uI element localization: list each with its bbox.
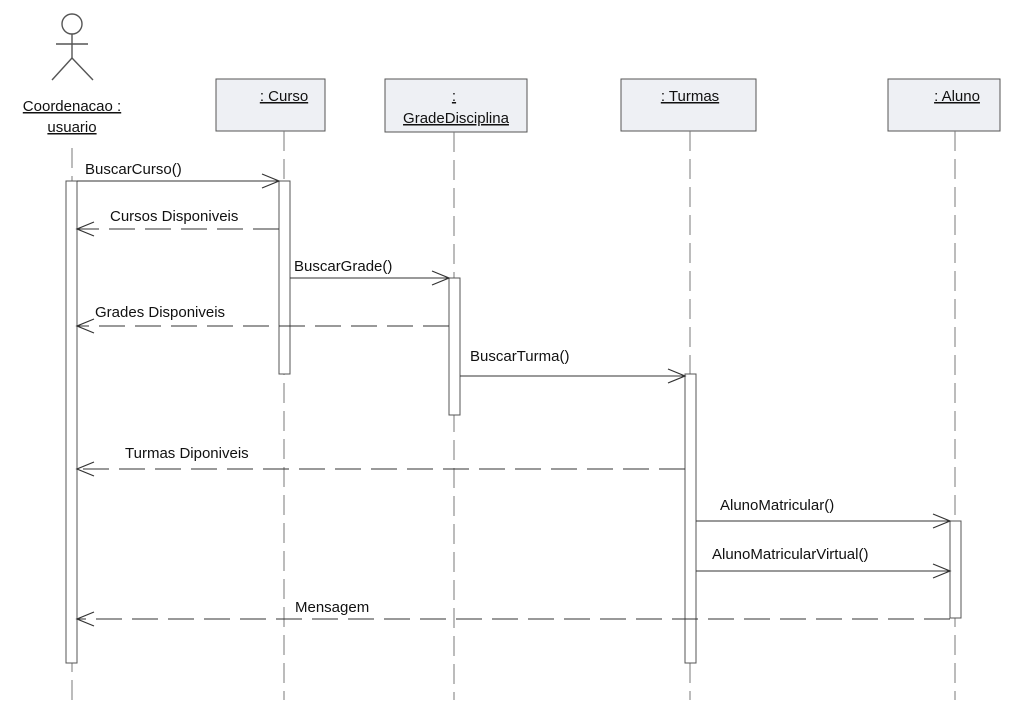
activation-grade — [448, 277, 461, 416]
object-box-curso — [215, 78, 326, 132]
object-label-turmas: : Turmas — [661, 88, 719, 105]
object-label-grade-line1: : — [452, 88, 456, 105]
actor-left-leg — [51, 57, 73, 81]
arrowhead-buscargrade — [431, 270, 451, 286]
activation-actor — [65, 180, 78, 664]
message-label-alunomatricularvirtual: AlunoMatricularVirtual() — [712, 546, 868, 563]
message-label-alunomatricular: AlunoMatricular() — [720, 497, 834, 514]
message-label-turmas-diponiveis: Turmas Diponiveis — [125, 445, 249, 462]
actor-name-line1: Coordenacao : — [23, 98, 121, 115]
actor-right-leg — [71, 57, 94, 81]
object-box-aluno — [887, 78, 1001, 132]
arrowhead-cursos-disponiveis — [75, 221, 95, 237]
arrowhead-buscarturma — [667, 368, 687, 384]
message-label-buscargrade: BuscarGrade() — [294, 258, 392, 275]
arrowhead-mensagem — [75, 611, 95, 627]
activation-curso — [278, 180, 291, 375]
message-label-grades-disponiveis: Grades Disponiveis — [95, 304, 225, 321]
object-label-grade-line2: GradeDisciplina — [403, 110, 510, 127]
object-label-curso: : Curso — [260, 88, 308, 105]
actor-figure — [51, 13, 94, 81]
message-label-mensagem: Mensagem — [295, 599, 369, 616]
message-label-buscarcurso: BuscarCurso() — [85, 161, 182, 178]
activation-aluno — [949, 520, 962, 619]
activation-turmas — [684, 373, 697, 664]
arrowhead-buscarcurso — [261, 173, 281, 189]
object-label-aluno: : Aluno — [934, 88, 980, 105]
arrowhead-grades-disponiveis — [75, 318, 95, 334]
object-box-grade — [384, 78, 528, 133]
message-label-cursos-disponiveis: Cursos Disponiveis — [110, 208, 238, 225]
actor-name-line2: usuario — [47, 119, 96, 136]
arrowhead-alunomatricular — [932, 513, 952, 529]
object-box-turmas — [620, 78, 757, 132]
actor-head — [61, 13, 83, 35]
arrowhead-alunomatricularvirtual — [932, 563, 952, 579]
message-label-buscarturma: BuscarTurma() — [470, 348, 569, 365]
arrowhead-turmas-diponiveis — [75, 461, 95, 477]
